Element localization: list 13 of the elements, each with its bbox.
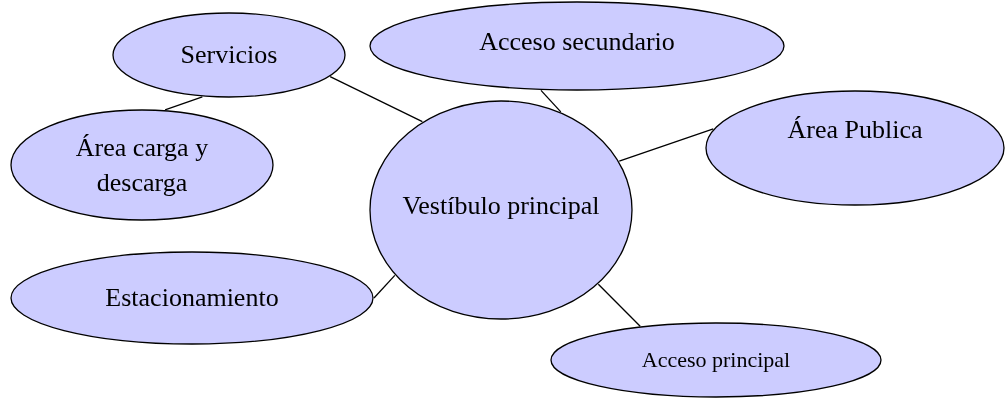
connector-line — [164, 96, 203, 111]
connector-line — [329, 75, 423, 123]
connector-line — [373, 274, 396, 299]
node-label: Área carga y descarga — [74, 131, 210, 199]
node-label: Acceso secundario — [479, 26, 675, 59]
node-label: Acceso principal — [641, 346, 791, 375]
node-label: Vestíbulo principal — [402, 190, 600, 223]
connector-line — [540, 89, 562, 113]
node-label: Estacionamiento — [105, 282, 279, 315]
node-label: Área Publica — [787, 114, 923, 147]
connector-line — [597, 283, 641, 327]
node-label: Servicios — [180, 39, 278, 72]
connector-line — [618, 128, 714, 162]
